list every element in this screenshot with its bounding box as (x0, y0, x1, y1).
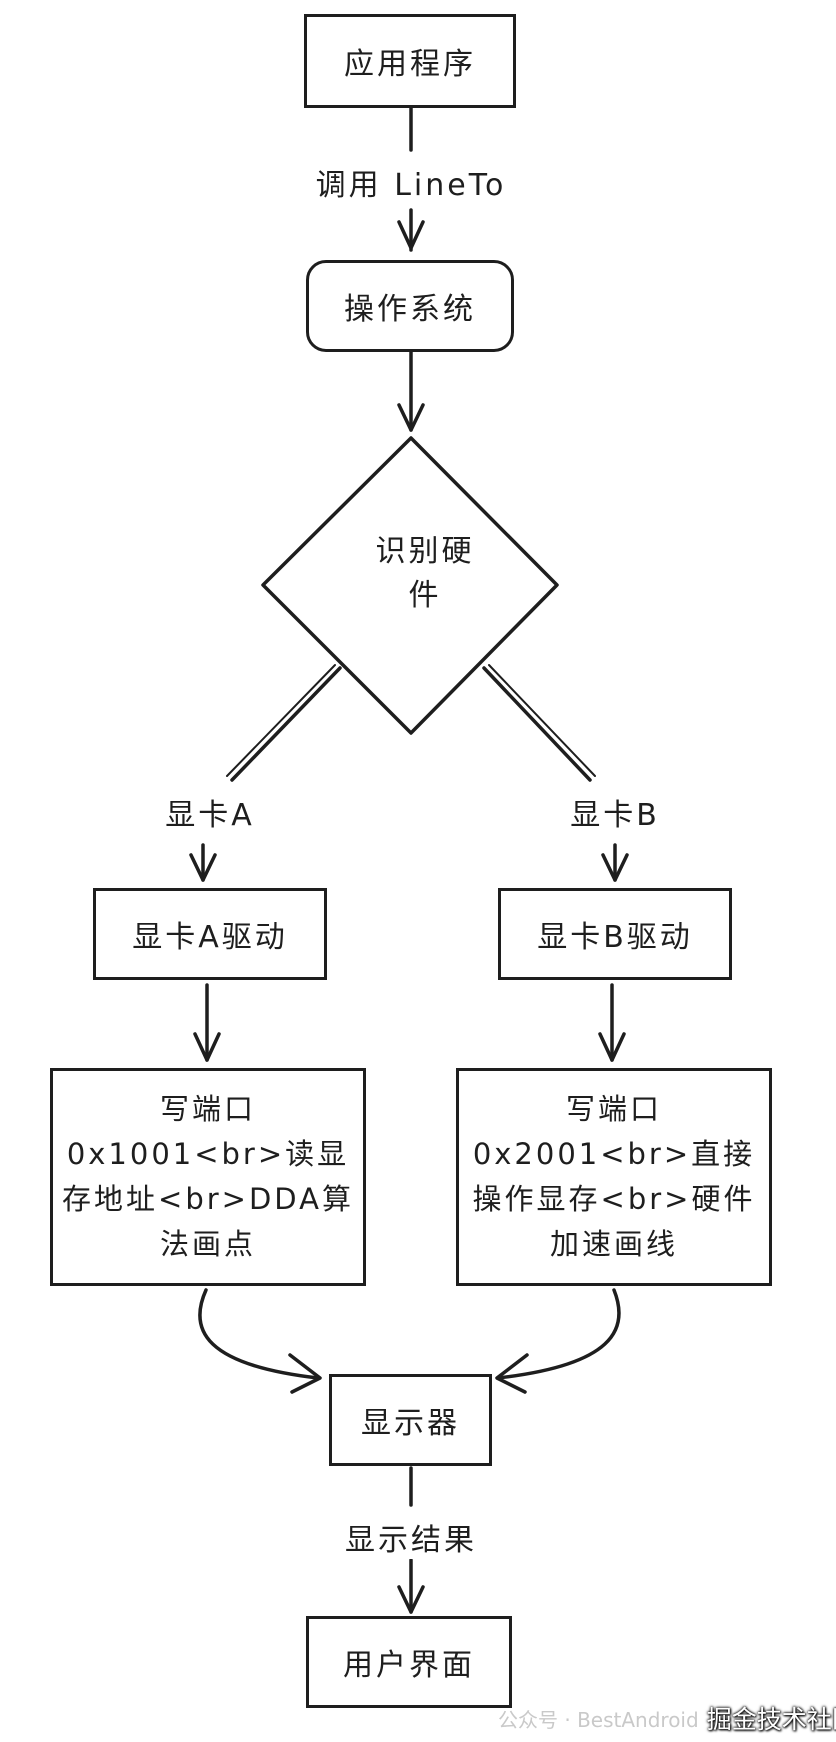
node-driver-b-label: 显卡B驱动 (537, 920, 693, 955)
node-driver-a: 显卡A驱动 (93, 888, 327, 980)
node-os: 操作系统 (306, 260, 514, 352)
watermark-secondary: 公众号 · BestAndroid (498, 1707, 699, 1732)
watermark-main: 掘金技术社区 @ 圣火喵喵教 (706, 1705, 836, 1734)
edge-label-call-lineto: 调用 LineTo (315, 160, 507, 204)
node-driver-a-label: 显卡A驱动 (132, 920, 288, 955)
node-ui-label: 用户界面 (343, 1648, 475, 1683)
watermark: 公众号 · BestAndroid 掘金技术社区 @ 圣火喵喵教 (498, 1700, 836, 1736)
edge-action-b-to-display (496, 1288, 621, 1380)
edge-action-a-to-display (198, 1288, 320, 1380)
node-action-b-line-1: 写端口 (565, 1092, 662, 1126)
node-app: 应用程序 (304, 14, 516, 108)
node-action-a: 写端口 0x1001<br>读显存地址<br>DDA算法画点 (50, 1068, 366, 1286)
node-action-a-line-2: 0x1001<br>读显存地址<br>DDA算法画点 (62, 1137, 354, 1261)
node-display: 显示器 (329, 1374, 492, 1466)
edge-decision-to-b (482, 666, 592, 782)
arrowhead-os-decision (397, 403, 425, 432)
node-action-a-line-1: 写端口 (159, 1092, 256, 1126)
node-ui: 用户界面 (306, 1616, 512, 1708)
edge-label-gpu-b: 显卡B (570, 790, 660, 834)
edge-label-show-result: 显示结果 (345, 1515, 477, 1559)
node-action-b-line-2: 0x2001<br>直接操作显存<br>硬件加速画线 (472, 1137, 756, 1261)
node-driver-b: 显卡B驱动 (498, 888, 732, 980)
arrowhead-app-os (397, 220, 425, 250)
node-action-b: 写端口 0x2001<br>直接操作显存<br>硬件加速画线 (456, 1068, 772, 1286)
node-app-label: 应用程序 (344, 47, 476, 82)
node-os-label: 操作系统 (344, 292, 476, 327)
decision-diamond (261, 436, 559, 735)
edge-decision-to-a (230, 666, 342, 782)
node-decision-label: 识别硬件 (375, 534, 475, 613)
edge-label-gpu-a: 显卡A (165, 790, 255, 834)
node-display-label: 显示器 (361, 1406, 460, 1441)
